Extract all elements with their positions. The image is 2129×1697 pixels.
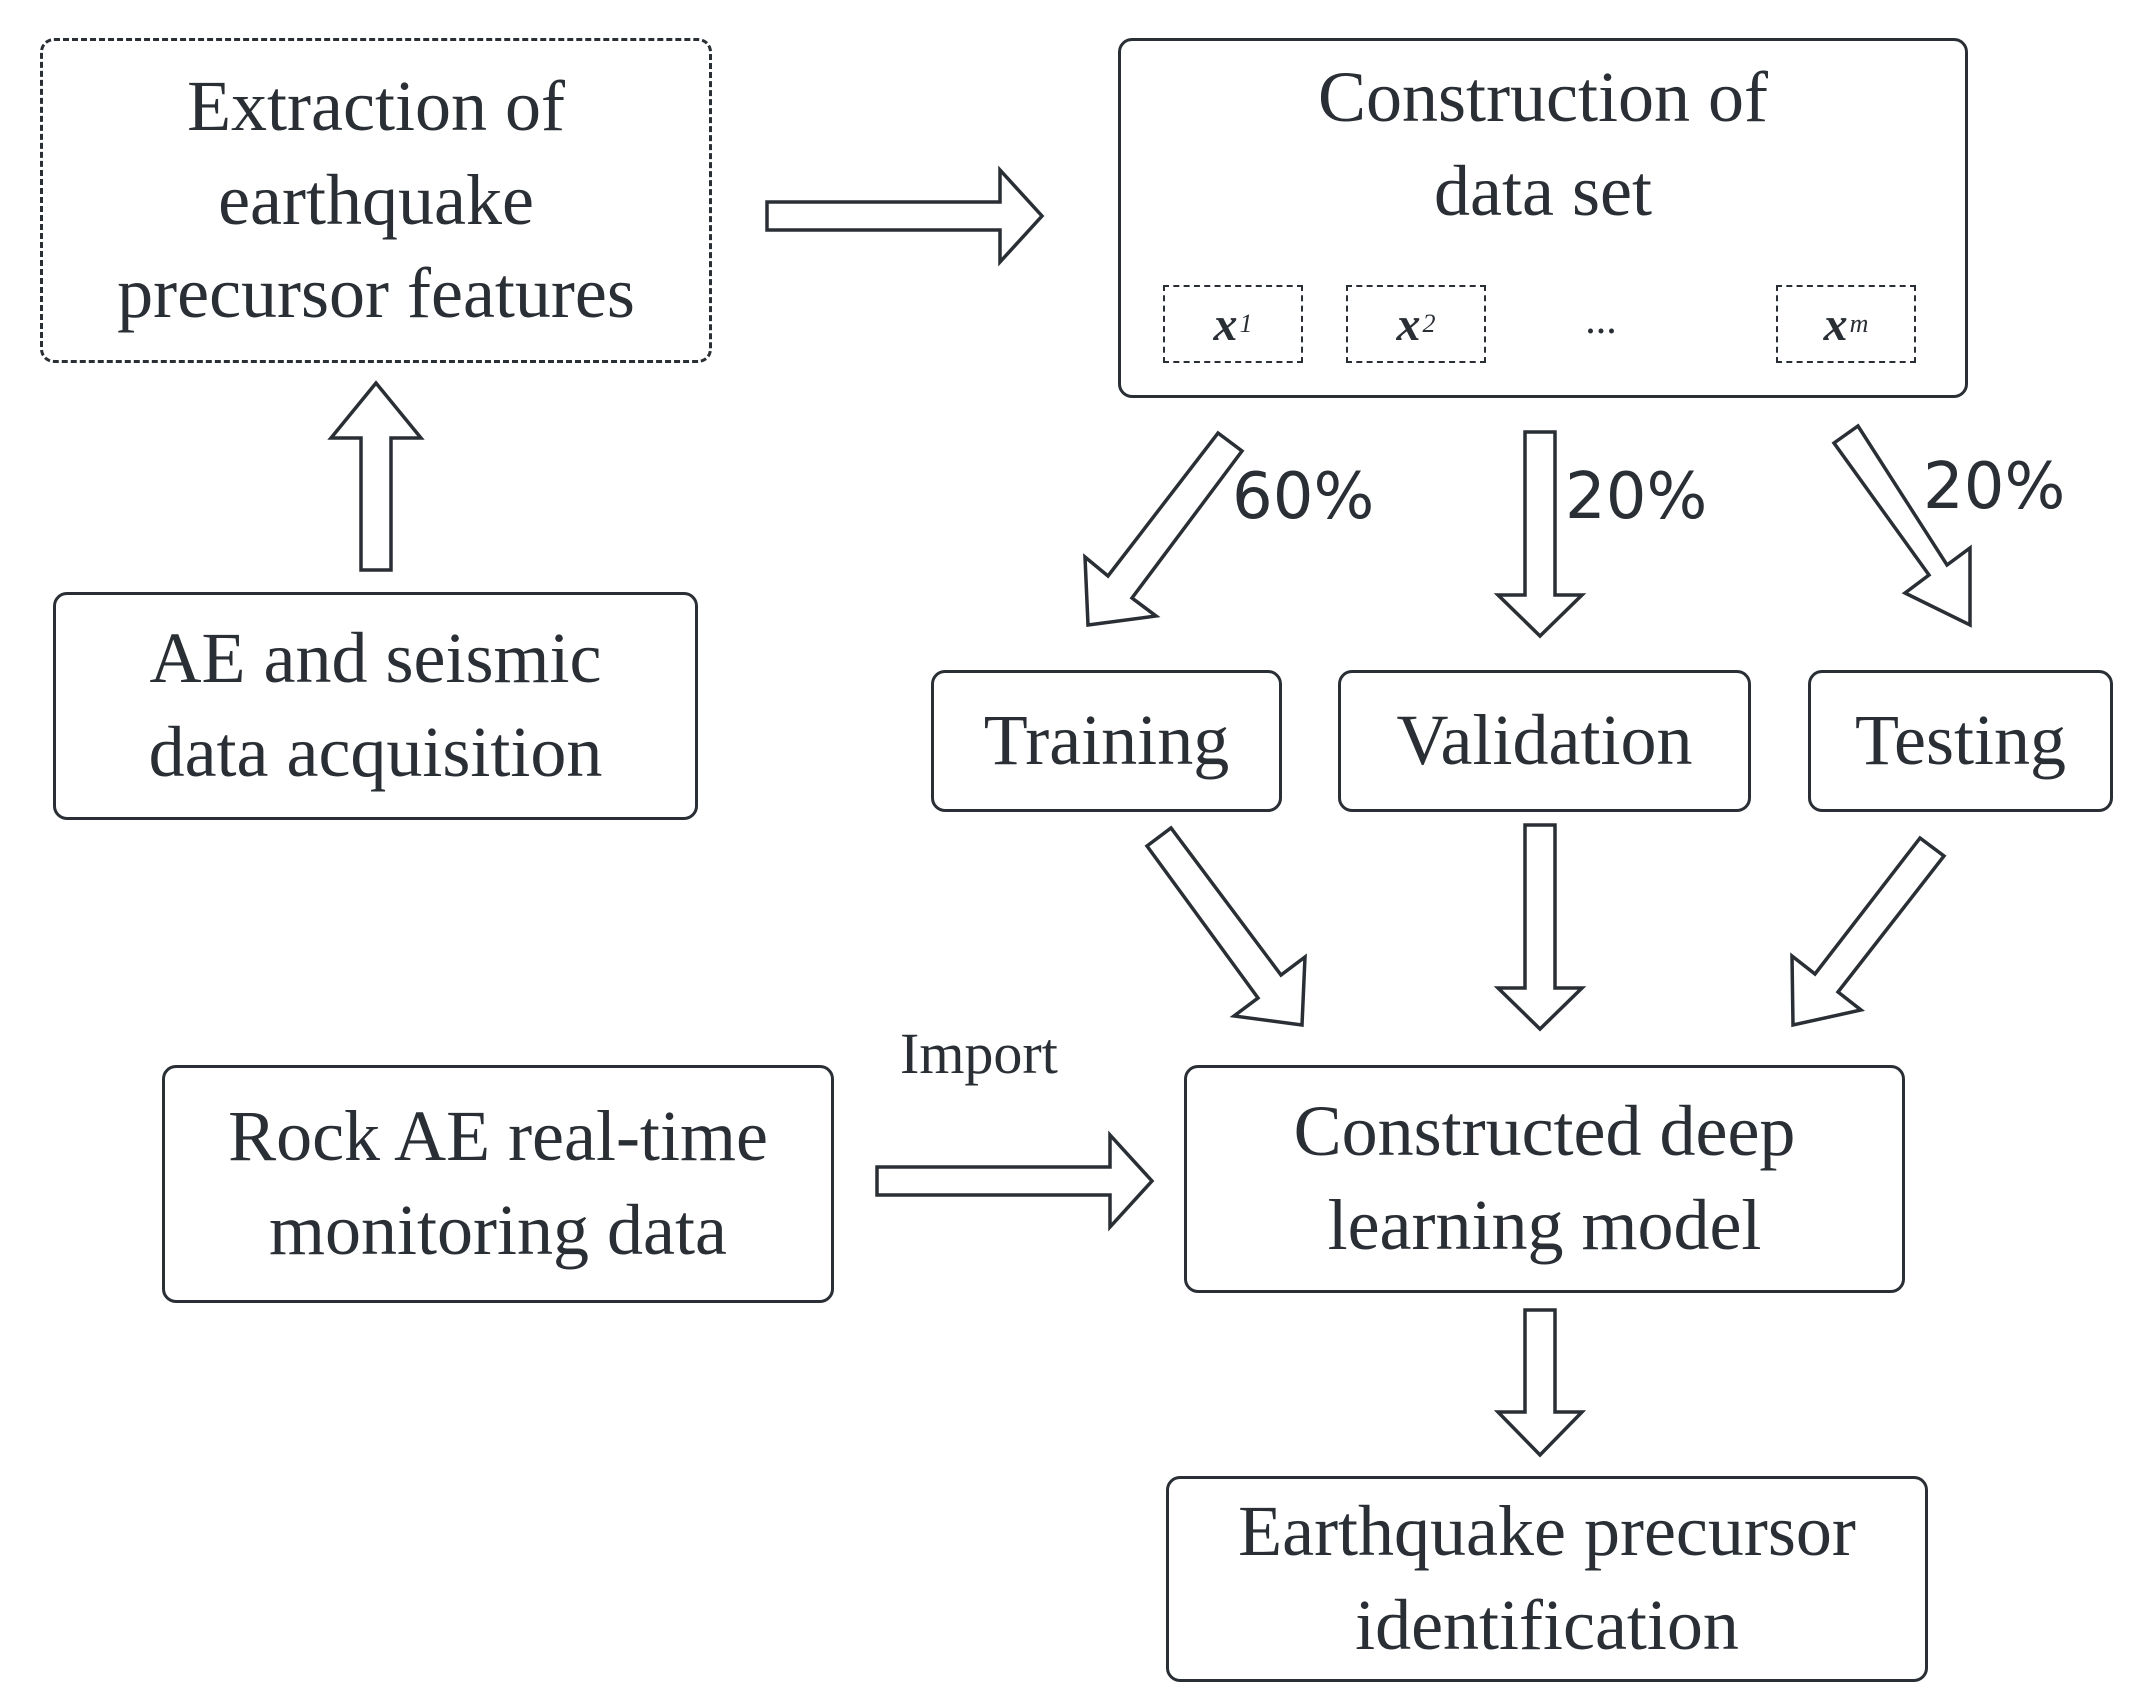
monitoring-node: Rock AE real-time monitoring data — [162, 1065, 834, 1303]
extraction-line-3: precursor features — [117, 253, 635, 334]
sample-xm-symbol: x — [1823, 297, 1848, 351]
sample-x2-symbol: x — [1396, 297, 1421, 351]
extraction-line-1: Extraction of — [187, 66, 565, 147]
dataset-title: Construction of data set — [1121, 51, 1965, 238]
validation-label: Validation — [1396, 700, 1693, 781]
validation-percent-label: 20% — [1565, 460, 1708, 534]
extraction-line-2: earthquake — [218, 159, 534, 240]
sample-ellipsis: ... — [1585, 297, 1617, 343]
training-node: Training — [931, 670, 1282, 812]
arrow-dataset-to-testing — [1831, 423, 1972, 628]
monitoring-line-2: monitoring data — [269, 1190, 727, 1270]
sample-xm-subscript: m — [1849, 309, 1869, 338]
arrow-dataset-to-training — [1083, 430, 1245, 627]
acquisition-node: AE and seismic data acquisition — [53, 592, 698, 820]
arrow-dataset-to-validation — [1493, 430, 1587, 639]
identification-line-1: Earthquake precursor — [1238, 1491, 1856, 1572]
dataset-line-2: data set — [1434, 150, 1652, 231]
model-node: Constructed deep learning model — [1184, 1065, 1905, 1293]
arrow-testing-to-model — [1790, 835, 1947, 1028]
acquisition-line-1: AE and seismic — [149, 618, 602, 699]
sample-x1-symbol: x — [1213, 297, 1238, 351]
arrow-monitoring-to-model — [875, 1130, 1155, 1232]
model-line-2: learning model — [1327, 1185, 1762, 1265]
identification-node: Earthquake precursor identification — [1166, 1476, 1928, 1682]
testing-label: Testing — [1855, 700, 2066, 781]
import-label: Import — [900, 1021, 1058, 1086]
arrow-validation-to-model — [1493, 823, 1587, 1032]
arrow-extraction-to-dataset — [765, 165, 1045, 267]
sample-x2-subscript: 2 — [1422, 309, 1436, 338]
extraction-node: Extraction of earthquake precursor featu… — [40, 38, 712, 363]
acquisition-line-2: data acquisition — [148, 712, 603, 792]
training-percent-label: 60% — [1232, 460, 1375, 534]
training-label: Training — [983, 700, 1230, 781]
sample-x1-subscript: 1 — [1239, 309, 1253, 338]
identification-line-2: identification — [1355, 1585, 1739, 1665]
model-line-1: Constructed deep — [1293, 1091, 1796, 1172]
arrow-acquisition-to-extraction — [327, 380, 425, 572]
arrow-training-to-model — [1144, 825, 1307, 1027]
dataset-line-1: Construction of — [1318, 57, 1768, 137]
arrow-model-to-identification — [1493, 1308, 1587, 1458]
validation-node: Validation — [1338, 670, 1751, 812]
testing-node: Testing — [1808, 670, 2113, 812]
monitoring-line-1: Rock AE real-time — [228, 1096, 768, 1177]
testing-percent-label: 20% — [1923, 450, 2066, 524]
